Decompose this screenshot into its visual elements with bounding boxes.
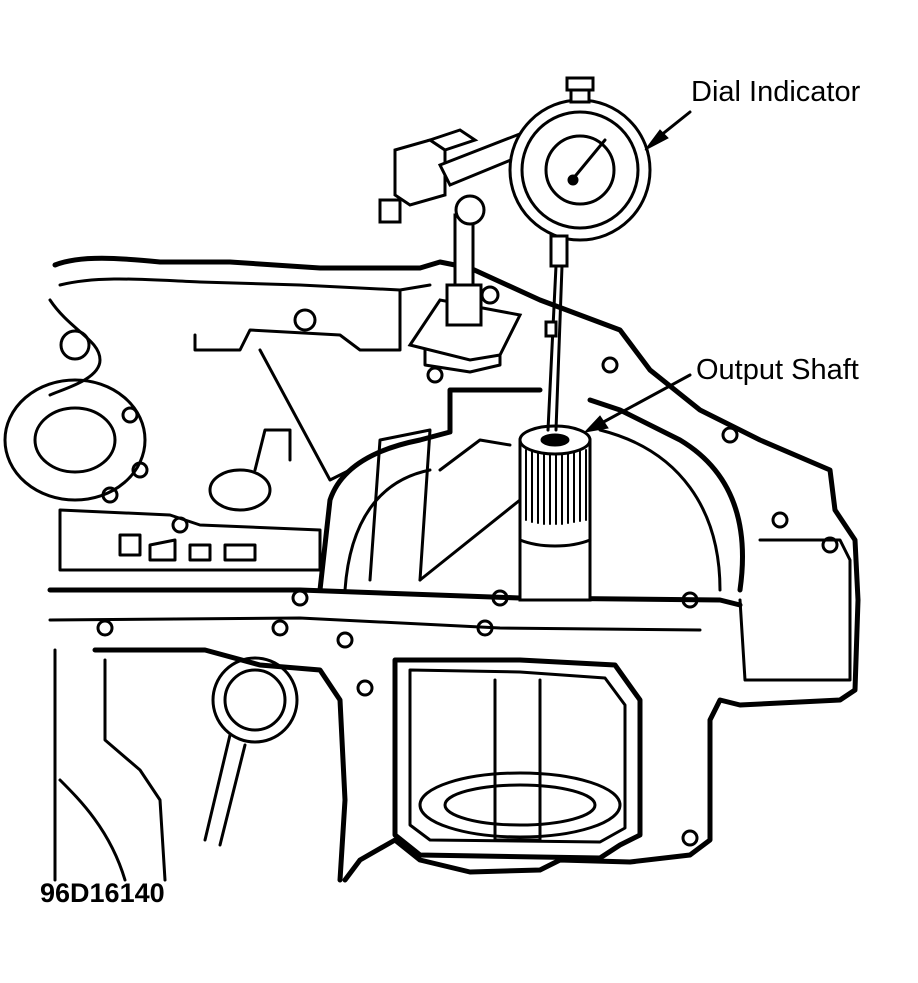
filler-tube <box>203 733 247 847</box>
valve-body <box>58 508 322 572</box>
lower-cavity <box>92 647 348 883</box>
web-rib <box>368 428 432 582</box>
bolt-hole <box>771 511 789 529</box>
case-inner-rim <box>58 277 432 292</box>
dial-indicator-arrowhead <box>644 129 669 151</box>
bolt-hole <box>356 679 374 697</box>
bore-right-wall <box>587 397 745 593</box>
figure-code: 96D16140 <box>40 878 165 908</box>
dial-pivot <box>567 174 579 186</box>
clamp-block <box>393 138 447 207</box>
stand-joint <box>454 194 486 226</box>
bolt-hole <box>271 619 289 637</box>
web-rib <box>418 498 522 582</box>
bolt-hole <box>821 536 839 554</box>
bolt-hole <box>491 589 509 607</box>
dial-cap <box>565 76 595 92</box>
valve-ports <box>118 533 257 562</box>
bolt-hole <box>476 619 494 637</box>
web-rib <box>438 438 512 472</box>
top-pocket <box>193 288 402 352</box>
bore-left-wall <box>317 387 543 593</box>
dial-spindle-sleeve <box>549 234 569 268</box>
bolt-hole <box>681 591 699 609</box>
filler-boss-inner <box>223 668 287 732</box>
shaft-shoulder <box>518 538 592 548</box>
leader-arrows <box>583 110 692 433</box>
clamp-block-top <box>426 128 479 152</box>
stand-base-side <box>423 348 502 374</box>
output-shaft-label: Output Shaft <box>696 354 859 386</box>
left-rib <box>58 778 127 882</box>
bolt-hole <box>721 426 739 444</box>
clamp-knob <box>378 198 402 224</box>
bolt-hole <box>601 356 619 374</box>
dial-needle <box>570 138 607 182</box>
flange-band-top <box>47 587 743 608</box>
bolt-hole <box>96 619 114 637</box>
bore-inner-right <box>598 428 722 592</box>
lower-shaft <box>493 678 542 842</box>
bolt-hole <box>131 461 149 479</box>
bottom-drum-inner <box>443 783 597 827</box>
valve-boss <box>208 468 272 512</box>
output-shaft <box>493 424 592 842</box>
flange-band-bottom <box>48 616 702 632</box>
left-bulge <box>48 298 102 397</box>
bolt-hole <box>336 631 354 649</box>
case-rim <box>52 255 861 883</box>
output-shaft-leader <box>596 373 692 427</box>
left-boss <box>3 378 147 502</box>
dial-face <box>520 110 640 230</box>
bore-inner-left <box>343 468 432 592</box>
bolt-hole <box>59 329 91 361</box>
shaft-bore <box>540 433 570 447</box>
bolt-hole <box>291 589 309 607</box>
left-boss-inner <box>33 406 117 474</box>
dial-indicator-label: Dial Indicator <box>691 76 861 108</box>
shaft-splines <box>525 449 587 525</box>
divider-line <box>258 348 352 482</box>
right-flange <box>738 538 852 682</box>
pan-opening <box>392 657 643 861</box>
dial-inner-ring <box>544 134 616 206</box>
bottom-drum <box>418 771 622 839</box>
stand-post-collar <box>445 283 483 327</box>
lower-cavity-wall <box>103 658 167 882</box>
bolt-hole <box>293 308 317 332</box>
transmission-case <box>3 255 861 883</box>
pan-opening-inner <box>408 668 627 844</box>
bolt-hole <box>426 366 444 384</box>
dial-plunger <box>546 264 564 432</box>
bolt-hole <box>121 406 139 424</box>
valve-bracket <box>253 428 292 472</box>
filler-boss <box>211 656 299 744</box>
plunger-ring <box>544 320 558 338</box>
stand-base <box>407 298 523 362</box>
bolt-hole <box>681 829 699 847</box>
bolt-hole <box>480 285 500 305</box>
output-shaft-arrowhead <box>583 415 609 433</box>
bolt-hole <box>101 486 119 504</box>
dial-indicator <box>508 76 652 432</box>
